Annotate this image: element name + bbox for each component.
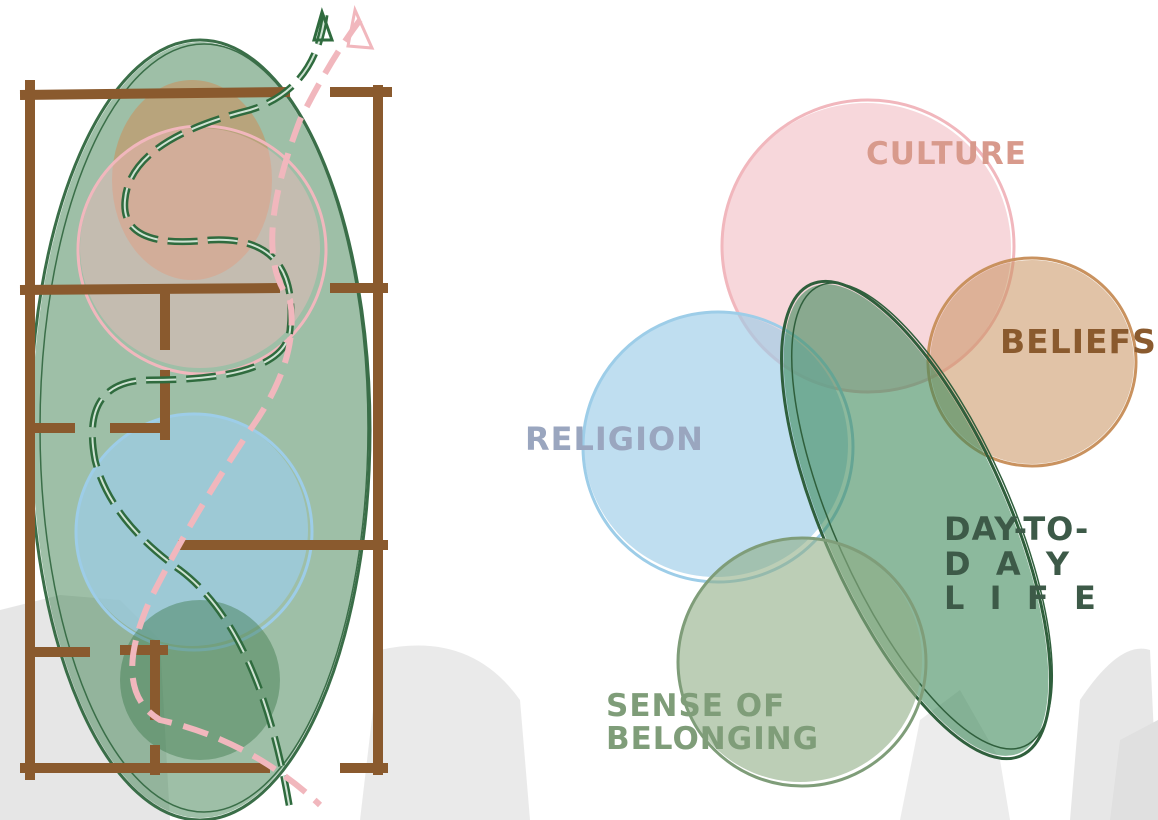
beliefs-label: BELIEFS	[1000, 324, 1157, 360]
sense-of-belonging-label: SENSE OF BELONGING	[606, 690, 819, 757]
pink-arrowhead	[348, 10, 372, 48]
culture-label: CULTURE	[866, 138, 1027, 171]
day-to-day-life-label: DAY-TO- D A Y L I F E	[944, 512, 1097, 616]
left-sketch	[20, 10, 392, 820]
religion-label: RELIGION	[525, 422, 704, 457]
